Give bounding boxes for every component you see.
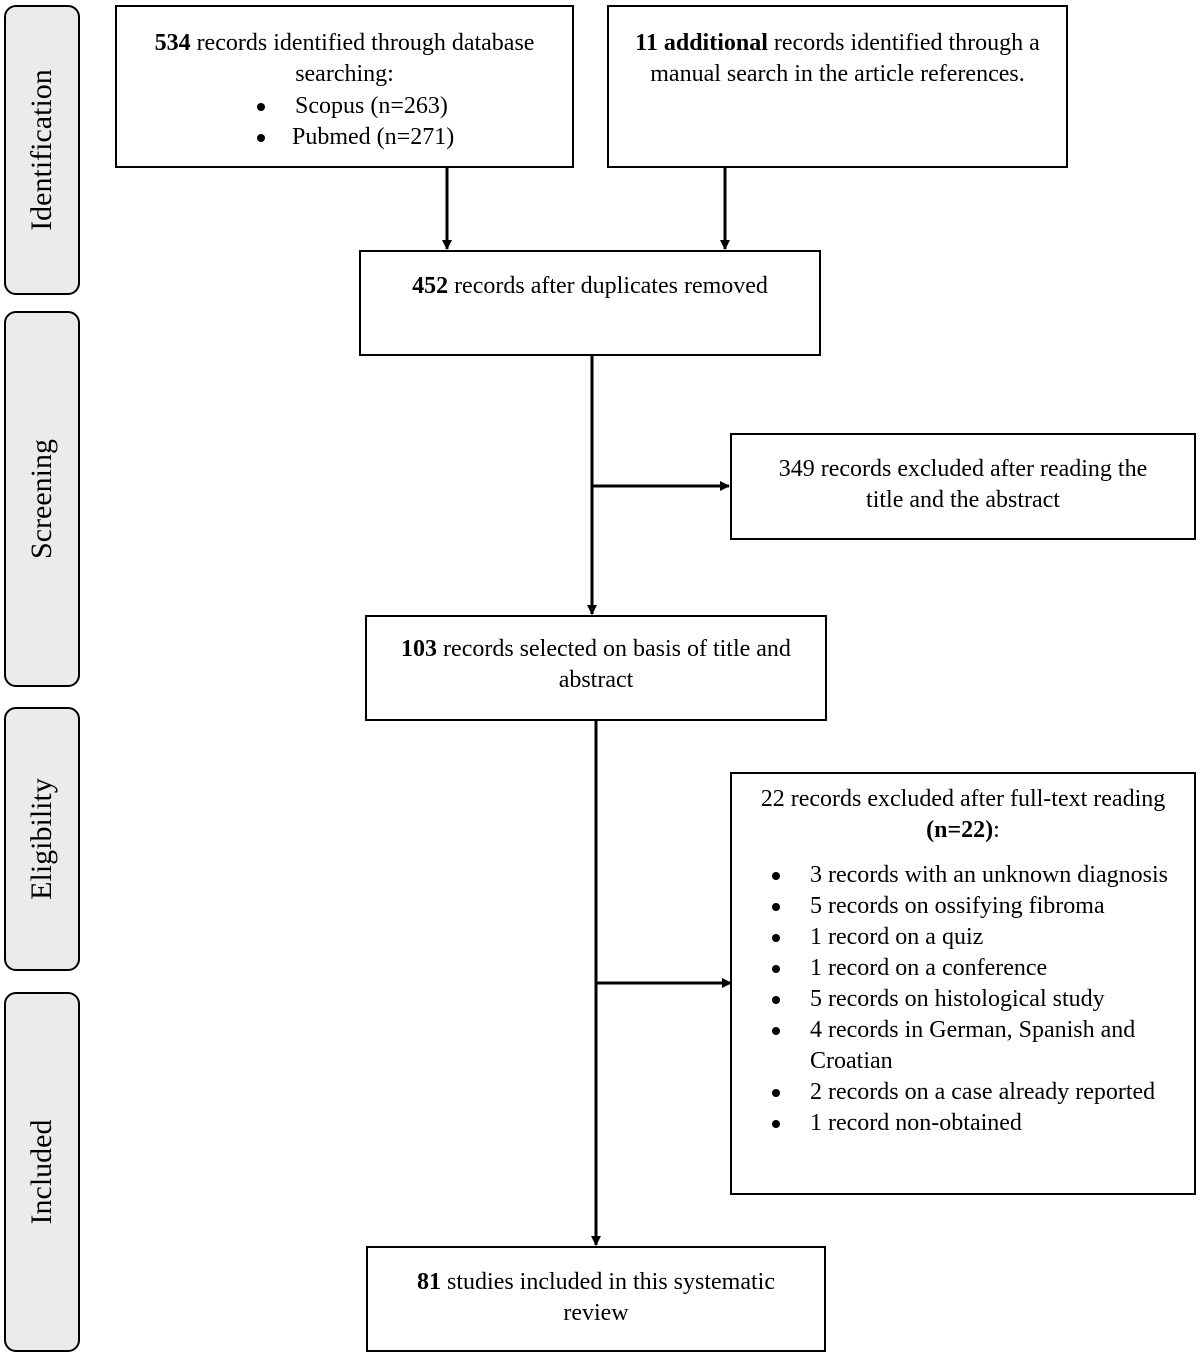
additional-description: records identified through a manual sear… (650, 30, 1040, 87)
database-item-scopus: Scopus (n=263) (117, 91, 572, 122)
bullet-icon (772, 872, 780, 880)
bullet-icon (772, 934, 780, 942)
exclusion-item: 2 records on a case already reported (732, 1077, 1182, 1108)
exclusion-item-label: 1 record non-obtained (810, 1110, 1022, 1136)
exclusion-item: 5 records on histological study (732, 984, 1182, 1015)
exclusion-item-label: 5 records on ossifying fibroma (810, 893, 1105, 919)
exclusion-item-label: 1 record on a conference (810, 955, 1048, 981)
bullet-icon (257, 103, 265, 111)
database-item-pubmed: Pubmed (n=271) (117, 122, 572, 153)
phase-identification: Identification (4, 5, 80, 295)
exclusion-item: 1 record on a conference (732, 953, 1182, 984)
included-description: studies included in this systematic revi… (441, 1269, 775, 1326)
additional-count: 11 additional (635, 30, 768, 56)
exclusion-item-label: 3 records with an unknown diagnosis (810, 862, 1168, 888)
database-item-label: Scopus (n=263) (295, 93, 448, 119)
bullet-icon (257, 134, 265, 142)
excluded-fulltext-n: (n=22) (926, 817, 994, 843)
bullet-icon (772, 1120, 780, 1128)
exclusion-item-label: 4 records in German, Spanish and Croatia… (810, 1017, 1136, 1074)
database-search-text: 534 records identified through database … (117, 28, 572, 90)
included-count: 81 (417, 1269, 442, 1295)
bullet-icon (772, 903, 780, 911)
bullet-icon (772, 1089, 780, 1097)
exclusion-item: 4 records in German, Spanish and Croatia… (732, 1015, 1182, 1077)
excluded-fulltext-description: 22 records excluded after full-text read… (760, 786, 1166, 812)
bullet-icon (772, 965, 780, 973)
phase-screening: Screening (4, 311, 80, 687)
bullet-icon (772, 996, 780, 1004)
duplicates-count: 452 (412, 273, 449, 299)
bullet-icon (772, 1027, 780, 1035)
exclusion-item: 5 records on ossifying fibroma (732, 891, 1182, 922)
phase-eligibility: Eligibility (4, 707, 80, 971)
database-description: records identified through database sear… (190, 30, 535, 87)
database-item-label: Pubmed (n=271) (292, 124, 455, 150)
selected-count: 103 (401, 636, 438, 662)
selected-description: records selected on basis of title and a… (437, 636, 791, 693)
box-additional-records: 11 additional records identified through… (607, 5, 1068, 168)
exclusion-item-label: 5 records on histological study (810, 986, 1105, 1012)
duplicates-description: records after duplicates removed (448, 273, 768, 299)
box-duplicates-removed: 452 records after duplicates removed (359, 250, 821, 356)
database-list: Scopus (n=263) Pubmed (n=271) (117, 91, 572, 153)
exclusion-item: 3 records with an unknown diagnosis (732, 860, 1182, 891)
excluded-fulltext-list: 3 records with an unknown diagnosis 5 re… (732, 860, 1194, 1139)
box-excluded-title-abstract: 349 records excluded after reading the t… (730, 433, 1196, 540)
exclusion-item-label: 1 record on a quiz (810, 924, 984, 950)
excluded-fulltext-colon: : (993, 817, 1000, 843)
box-studies-included: 81 studies included in this systematic r… (366, 1246, 826, 1352)
exclusion-item-label: 2 records on a case already reported (810, 1079, 1156, 1105)
phase-included: Included (4, 992, 80, 1352)
exclusion-item: 1 record on a quiz (732, 922, 1182, 953)
excluded-title-description: 349 records excluded after reading the t… (778, 456, 1148, 513)
exclusion-item: 1 record non-obtained (732, 1108, 1182, 1139)
box-database-search: 534 records identified through database … (115, 5, 574, 168)
excluded-fulltext-header: 22 records excluded after full-text read… (732, 784, 1194, 846)
database-count: 534 (154, 30, 191, 56)
box-selected-title-abstract: 103 records selected on basis of title a… (365, 615, 827, 721)
box-excluded-fulltext: 22 records excluded after full-text read… (730, 772, 1196, 1195)
